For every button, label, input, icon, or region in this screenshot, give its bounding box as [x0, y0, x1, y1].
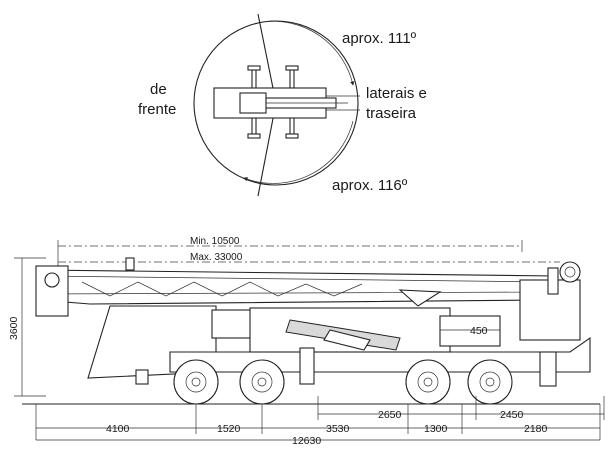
dim-12630: 12630 [292, 435, 321, 447]
label-front-line2: frente [138, 101, 176, 118]
angle-arc-bottom [243, 120, 354, 184]
outrigger-front [299, 347, 315, 385]
label-front-line1: de [150, 81, 167, 98]
label-side-line2: traseira [366, 105, 417, 122]
dim-2180: 2180 [524, 423, 548, 435]
dim-3530: 3530 [326, 423, 350, 435]
offset-label: 450 [470, 325, 488, 337]
boom-min-label: Min. 10500 [190, 236, 240, 247]
side-view: 3600 Min. 10500 Max. 33000 [8, 236, 605, 447]
boom-max-label: Max. 33000 [190, 252, 243, 263]
angle-arc-top [261, 20, 355, 86]
dim-1520: 1520 [217, 423, 241, 435]
wheel-1 [173, 359, 219, 405]
dim-2450: 2450 [500, 409, 524, 421]
rear-superstructure [519, 261, 581, 341]
dim-2650: 2650 [378, 409, 402, 421]
outrigger-rear [539, 351, 557, 387]
angle-bottom-label: aprox. 116º [332, 177, 408, 194]
wheel-3 [405, 359, 451, 405]
top-view: de frente laterais e traseira aprox. 111… [138, 13, 427, 197]
label-side-line1: laterais e [366, 85, 427, 102]
wheel-2 [239, 359, 285, 405]
dim-4100: 4100 [106, 423, 130, 435]
angle-top-label: aprox. 111º [342, 30, 417, 47]
dim-1300: 1300 [424, 423, 448, 435]
height-label: 3600 [8, 316, 20, 340]
cab-box [239, 92, 267, 114]
wheel-4 [467, 359, 513, 405]
